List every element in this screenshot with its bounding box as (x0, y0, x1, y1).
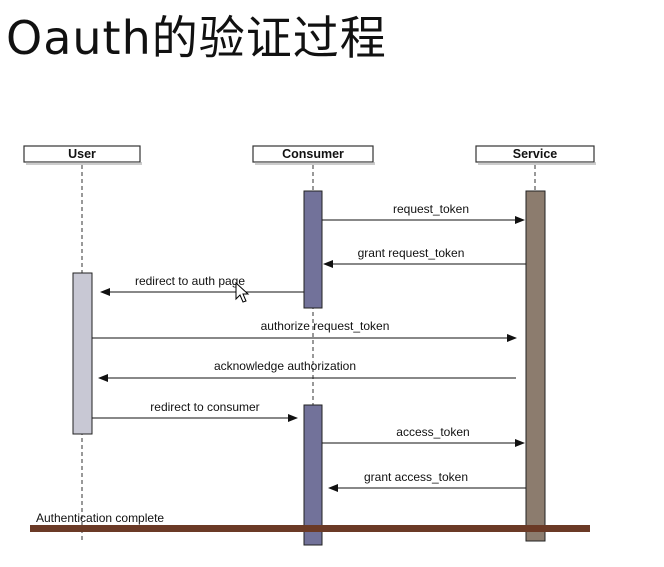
actor-consumer-label: Consumer (282, 147, 344, 161)
message-grant-request-token: grant request_token (323, 246, 526, 268)
message-label: authorize request_token (261, 319, 390, 333)
actor-consumer: Consumer (252, 145, 375, 165)
footer-note: Authentication complete (36, 511, 164, 525)
activation-service (525, 190, 546, 542)
message-authorize-request-token: authorize request_token (92, 319, 517, 342)
actor-user: User (23, 145, 142, 165)
message-label: redirect to consumer (150, 400, 259, 414)
message-label: acknowledge authorization (214, 359, 356, 373)
message-label: redirect to auth page (135, 274, 245, 288)
message-label: access_token (396, 425, 469, 439)
actor-service-label: Service (513, 147, 558, 161)
actor-service: Service (475, 145, 596, 165)
message-redirect-to-consumer: redirect to consumer (92, 400, 298, 422)
actor-user-label: User (68, 147, 96, 161)
activation-user (72, 272, 93, 435)
message-grant-access-token: grant access_token (328, 470, 526, 492)
page-title: Oauth的验证过程 (6, 11, 387, 65)
message-label: grant request_token (358, 246, 465, 260)
message-label: request_token (393, 202, 469, 216)
message-access-token: access_token (322, 425, 525, 447)
message-request-token: request_token (322, 202, 525, 224)
activation-consumer-2 (303, 404, 323, 546)
mouse-cursor-icon (235, 281, 250, 303)
message-redirect-to-auth-page: redirect to auth page (100, 274, 304, 296)
activation-consumer-1 (303, 190, 323, 309)
message-label: grant access_token (364, 470, 468, 484)
footer-bar (30, 525, 590, 532)
message-acknowledge-authorization: acknowledge authorization (98, 359, 516, 382)
